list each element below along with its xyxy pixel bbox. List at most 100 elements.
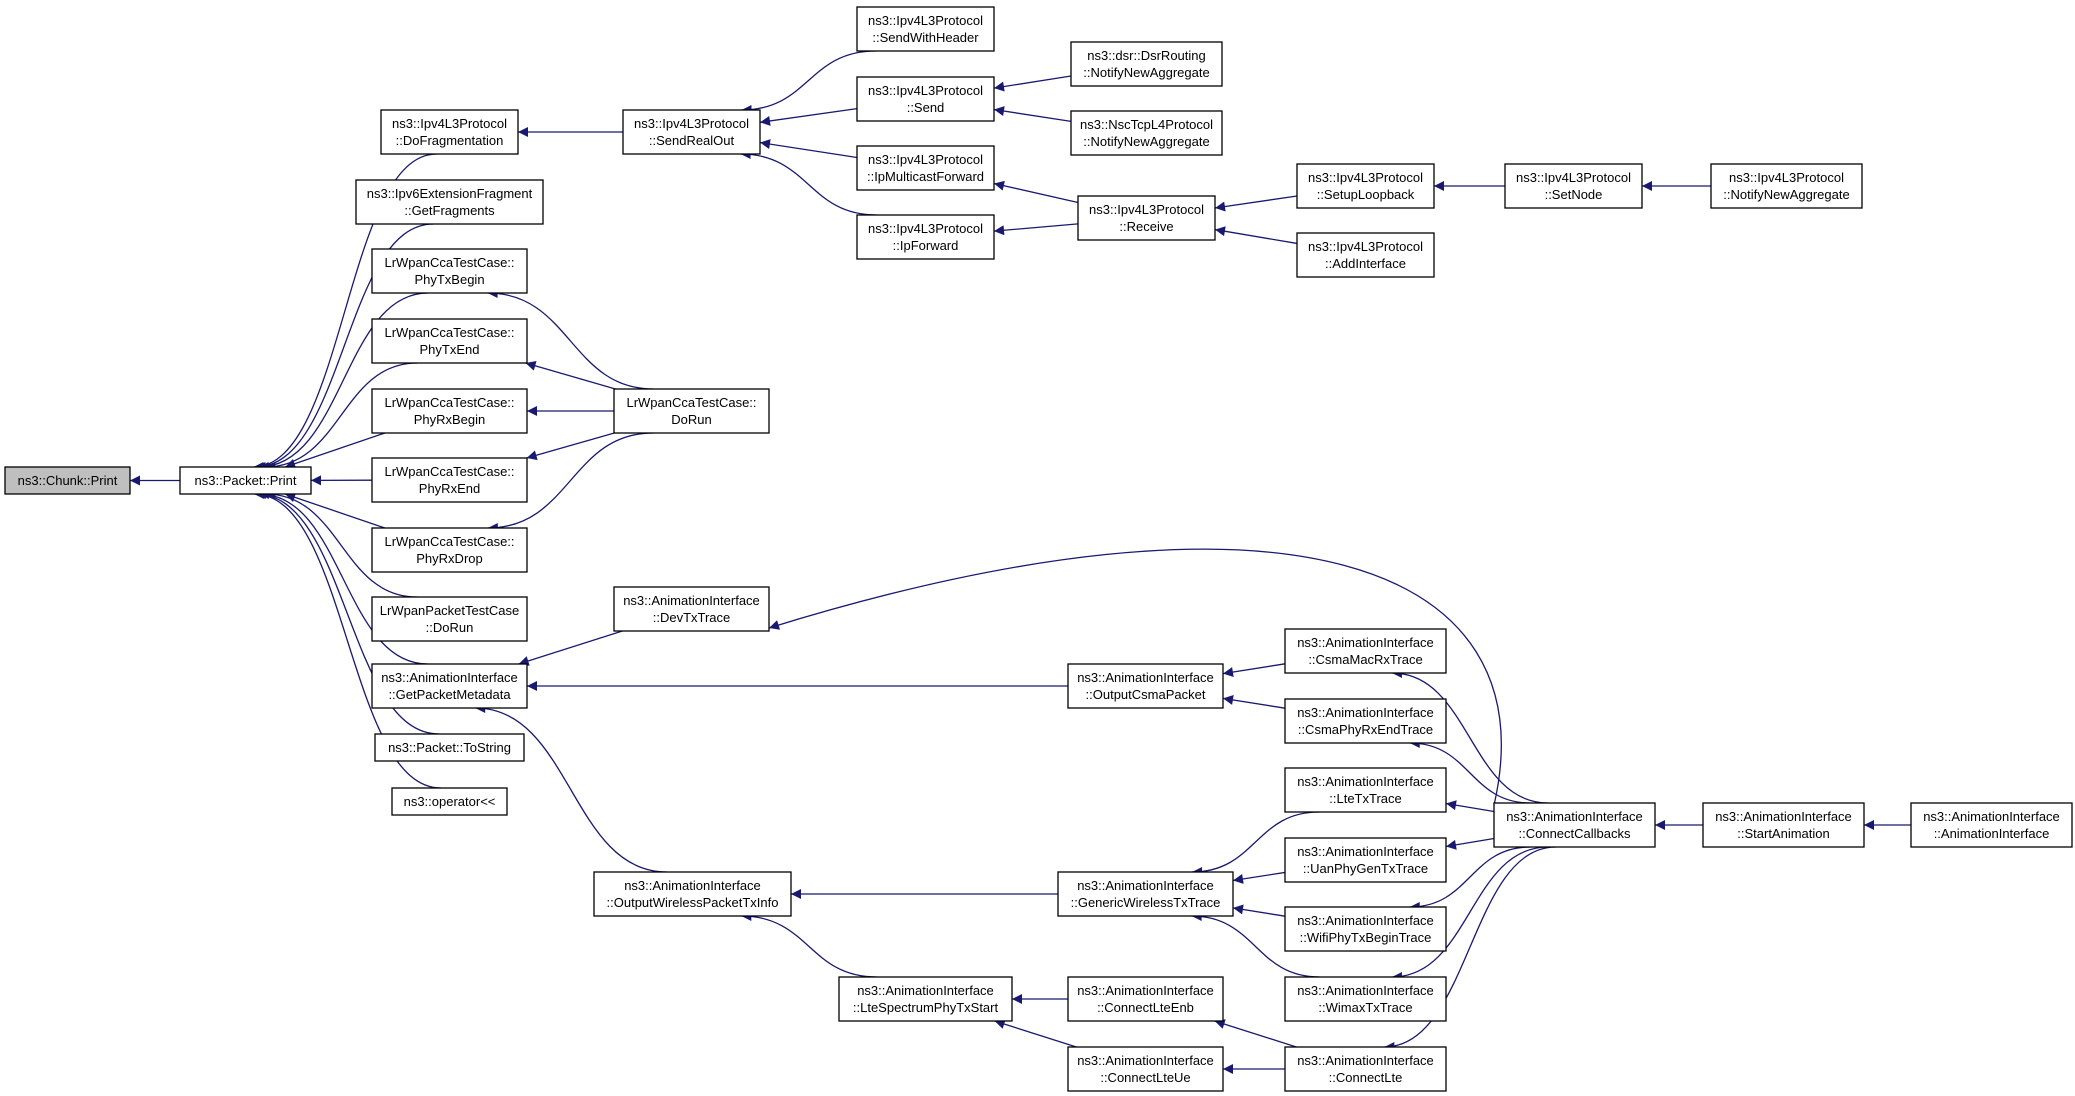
edge-anim_conncb-to-anim_csmaphyrxend <box>1409 738 1531 804</box>
node-op-lshift[interactable]: ns3::operator<< <box>391 787 508 816</box>
node-anim-ctor[interactable]: ns3::AnimationInterface::AnimationInterf… <box>1910 802 2073 848</box>
node-anim-connlte[interactable]: ns3::AnimationInterface::ConnectLte <box>1284 1046 1447 1092</box>
edge-anim_conncb-to-anim_ltetx <box>1445 800 1495 813</box>
node-label-line: ::OutputCsmaPacket <box>1086 687 1206 702</box>
edge-anim_conncb-to-anim_devtx <box>768 548 1502 806</box>
node-label-line: ::SetNode <box>1545 187 1603 202</box>
edge-layer <box>130 50 1911 1074</box>
node-anim-connlteue[interactable]: ns3::AnimationInterface::ConnectLteUe <box>1067 1046 1224 1092</box>
node-ipv4-sendwh[interactable]: ns3::Ipv4L3Protocol::SendWithHeader <box>856 6 995 52</box>
node-anim-csmaphyrxend[interactable]: ns3::AnimationInterface::CsmaPhyRxEndTra… <box>1284 698 1447 744</box>
node-box <box>856 6 995 52</box>
node-anim-wifiphytx[interactable]: ns3::AnimationInterface::WifiPhyTxBeginT… <box>1284 906 1447 952</box>
node-ipv4-setnode[interactable]: ns3::Ipv4L3Protocol::SetNode <box>1504 163 1643 209</box>
node-label-line: ns3::Ipv4L3Protocol <box>1729 170 1844 185</box>
node-box <box>1296 232 1435 278</box>
node-label-line: ns3::AnimationInterface <box>1297 705 1434 720</box>
node-label-line: ::WifiPhyTxBeginTrace <box>1300 930 1432 945</box>
edge-lrcca_dorun-to-lr_phytxend <box>525 360 616 390</box>
edge-anim_conncb-to-anim_connlte <box>1384 846 1556 1052</box>
node-box <box>371 596 528 642</box>
node-label-line: ::OutputWirelessPacketTxInfo <box>607 895 779 910</box>
node-label-line: LrWpanCcaTestCase:: <box>384 534 514 549</box>
node-box <box>1057 871 1234 917</box>
node-anim-outwifi[interactable]: ns3::AnimationInterface::OutputWirelessP… <box>593 871 792 917</box>
node-anim-devtx[interactable]: ns3::AnimationInterface::DevTxTrace <box>613 586 770 632</box>
node-label-line: ns3::AnimationInterface <box>1297 774 1434 789</box>
node-label-line: ::UanPhyGenTxTrace <box>1303 861 1428 876</box>
edge-anim_devtx-to-anim_getpktmeta <box>518 630 623 666</box>
node-ipv6-getfrag[interactable]: ns3::Ipv6ExtensionFragment::GetFragments <box>355 179 544 225</box>
node-anim-getpktmeta[interactable]: ns3::AnimationInterface::GetPacketMetada… <box>371 663 528 709</box>
node-label-line: ::LteTxTrace <box>1329 791 1401 806</box>
node-lr-phytxbegin[interactable]: LrWpanCcaTestCase::PhyTxBegin <box>371 248 528 294</box>
node-anim-generic[interactable]: ns3::AnimationInterface::GenericWireless… <box>1057 871 1234 917</box>
node-anim-outcsma[interactable]: ns3::AnimationInterface::OutputCsmaPacke… <box>1067 663 1224 709</box>
node-anim-startanim[interactable]: ns3::AnimationInterface::StartAnimation <box>1702 802 1865 848</box>
node-packet-print[interactable]: ns3::Packet::Print <box>179 466 312 495</box>
node-dsr-notify[interactable]: ns3::dsr::DsrRouting::NotifyNewAggregate <box>1070 41 1223 87</box>
node-label-line: ns3::Ipv4L3Protocol <box>392 116 507 131</box>
node-anim-connlteenb[interactable]: ns3::AnimationInterface::ConnectLteEnb <box>1067 976 1224 1022</box>
edge-anim_outwifi-to-anim_getpktmeta <box>475 703 667 873</box>
node-box <box>1284 628 1447 674</box>
node-label-line: ns3::Ipv4L3Protocol <box>634 116 749 131</box>
node-label-line: ::IpMulticastForward <box>867 169 984 184</box>
node-anim-csmamacrx[interactable]: ns3::AnimationInterface::CsmaMacRxTrace <box>1284 628 1447 674</box>
node-anim-ltetx[interactable]: ns3::AnimationInterface::LteTxTrace <box>1284 767 1447 813</box>
node-anim-wimax[interactable]: ns3::AnimationInterface::WimaxTxTrace <box>1284 976 1447 1022</box>
node-label-line: PhyTxBegin <box>414 272 484 287</box>
node-label-line: ns3::AnimationInterface <box>1297 1053 1434 1068</box>
node-ipv4-sendrealout[interactable]: ns3::Ipv4L3Protocol::SendRealOut <box>622 109 761 155</box>
edge-ipv4_setuploop-to-ipv4_receive <box>1214 195 1298 212</box>
node-label-line: ns3::Ipv4L3Protocol <box>868 83 983 98</box>
node-lrpkt-dorun[interactable]: LrWpanPacketTestCase::DoRun <box>371 596 528 642</box>
node-ipv4-addif[interactable]: ns3::Ipv4L3Protocol::AddInterface <box>1296 232 1435 278</box>
edge-anim_uan-to-anim_generic <box>1232 871 1286 884</box>
node-lr-phyrxbegin[interactable]: LrWpanCcaTestCase::PhyRxBegin <box>371 388 528 434</box>
node-box <box>374 733 525 762</box>
node-label-line: PhyRxDrop <box>416 551 482 566</box>
node-box <box>371 388 528 434</box>
node-anim-ltespec[interactable]: ns3::AnimationInterface::LteSpectrumPhyT… <box>838 976 1013 1022</box>
node-ipv4-ipfwd[interactable]: ns3::Ipv4L3Protocol::IpForward <box>856 214 995 260</box>
node-lr-phyrxdrop[interactable]: LrWpanCcaTestCase::PhyRxDrop <box>371 527 528 573</box>
node-anim-conncb[interactable]: ns3::AnimationInterface::ConnectCallback… <box>1493 802 1656 848</box>
node-box <box>856 214 995 260</box>
node-box <box>856 76 995 122</box>
node-lr-phytxend[interactable]: LrWpanCcaTestCase::PhyTxEnd <box>371 318 528 364</box>
edge-ipv4_ipmcast-to-ipv4_sendrealout <box>759 139 858 159</box>
node-ipv4-dofrag[interactable]: ns3::Ipv4L3Protocol::DoFragmentation <box>380 109 519 155</box>
node-ipv4-notify[interactable]: ns3::Ipv4L3Protocol::NotifyNewAggregate <box>1710 163 1863 209</box>
node-ipv4-send[interactable]: ns3::Ipv4L3Protocol::Send <box>856 76 995 122</box>
node-ipv4-setuploop[interactable]: ns3::Ipv4L3Protocol::SetupLoopback <box>1296 163 1435 209</box>
node-nsc-notify[interactable]: ns3::NscTcpL4Protocol::NotifyNewAggregat… <box>1070 110 1223 156</box>
node-label-line: ::DevTxTrace <box>653 610 731 625</box>
node-label-line: ns3::Ipv4L3Protocol <box>868 152 983 167</box>
node-pkt-tostring[interactable]: ns3::Packet::ToString <box>374 733 525 762</box>
node-box <box>856 145 995 191</box>
node-lr-phyrxend[interactable]: LrWpanCcaTestCase::PhyRxEnd <box>371 457 528 503</box>
edge-anim_csmaphyrxend-to-anim_outcsma <box>1222 694 1286 709</box>
node-ipv4-ipmcast[interactable]: ns3::Ipv4L3Protocol::IpMulticastForward <box>856 145 995 191</box>
node-label-line: ns3::AnimationInterface <box>1297 844 1434 859</box>
node-label-line: ::SendWithHeader <box>872 30 979 45</box>
node-box <box>1070 110 1223 156</box>
node-ipv4-receive[interactable]: ns3::Ipv4L3Protocol::Receive <box>1077 195 1216 241</box>
node-box <box>593 871 792 917</box>
node-label-line: DoRun <box>671 412 711 427</box>
node-label-line: ::GenericWirelessTxTrace <box>1071 895 1221 910</box>
node-label-line: ::AnimationInterface <box>1934 826 2050 841</box>
node-chunk-print[interactable]: ns3::Chunk::Print <box>4 466 131 495</box>
node-label-line: ::StartAnimation <box>1737 826 1830 841</box>
edge-anim_wifiphytx-to-anim_generic <box>1232 904 1286 917</box>
node-label-line: LrWpanCcaTestCase:: <box>384 255 514 270</box>
node-label-line: ::Receive <box>1119 219 1173 234</box>
node-anim-uan[interactable]: ns3::AnimationInterface::UanPhyGenTxTrac… <box>1284 837 1447 883</box>
node-label-line: LrWpanCcaTestCase:: <box>384 464 514 479</box>
node-box <box>1067 1046 1224 1092</box>
node-box <box>1504 163 1643 209</box>
edge-ipv4_sendwh-to-ipv4_sendrealout <box>741 50 876 115</box>
node-label-line: ns3::AnimationInterface <box>1077 1053 1214 1068</box>
node-lrcca-dorun[interactable]: LrWpanCcaTestCase::DoRun <box>613 388 770 434</box>
